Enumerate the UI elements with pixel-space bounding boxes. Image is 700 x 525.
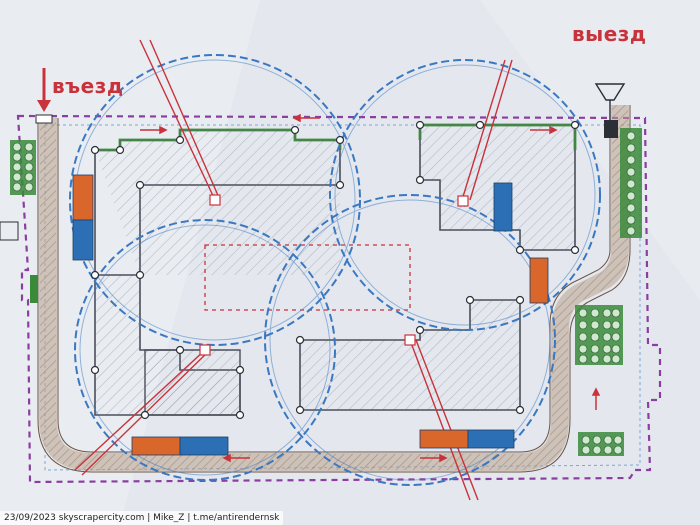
zone-blue-east: [493, 182, 513, 232]
material-storage: [10, 128, 642, 456]
storage-right-top: [620, 128, 642, 238]
column-markers: [90, 120, 580, 420]
entry-label: въезд: [52, 74, 124, 98]
entry-arrow: [37, 68, 51, 112]
crane-bases: [199, 194, 469, 356]
exit-funnel: [594, 83, 626, 120]
entry-gate: [35, 114, 53, 124]
caption-credit: skyscrapercity.com | Mike_Z | t.me/antir…: [58, 513, 280, 523]
site-boundary: [16, 114, 662, 484]
crane-radius-1: [69, 54, 361, 346]
zone-blue-south-1: [179, 436, 229, 456]
crane-radii: [69, 54, 601, 486]
zone-orange-east: [529, 257, 549, 304]
storage-right-mid: [575, 305, 623, 365]
crane-radius-4: [264, 194, 556, 486]
exit-label: выезд: [572, 22, 647, 46]
crane-jibs: [74, 39, 513, 501]
zone-blue-south-2: [467, 429, 515, 449]
zone-orange-south-1: [131, 436, 181, 456]
crane-radius-2: [329, 59, 601, 331]
guard-booth: [0, 221, 19, 241]
storage-left: [10, 140, 36, 195]
building-south-west: [144, 349, 241, 416]
zone-orange-west: [72, 174, 94, 221]
storage-bottom-right: [578, 432, 624, 456]
zone-orange-south-2: [419, 429, 469, 449]
caption-date: 23/09/2023: [4, 513, 56, 523]
storage-zones: [72, 174, 549, 456]
crane-radius-3: [74, 219, 336, 481]
zone-blue-west: [72, 219, 94, 261]
excavation-outline: [204, 244, 411, 311]
wheel-wash: [30, 275, 38, 303]
photo-caption: 23/09/2023 skyscrapercity.com | Mike_Z |…: [0, 511, 284, 525]
exit-gate: [604, 120, 618, 138]
